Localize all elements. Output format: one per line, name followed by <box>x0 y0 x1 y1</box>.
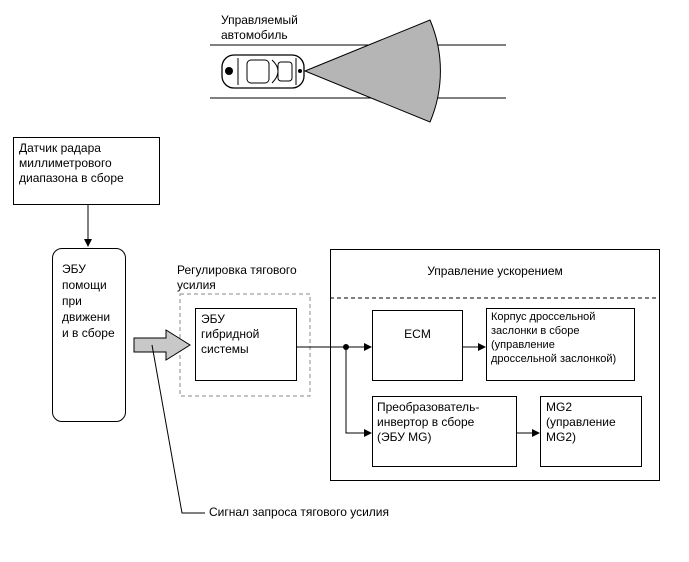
radar-beam <box>303 19 441 123</box>
driving-assist-ecu-line-5: и в сборе <box>62 326 115 340</box>
radar-sensor-line-2: миллиметрового <box>19 156 112 170</box>
car-label-line-2: автомобиль <box>221 28 288 42</box>
acceleration-control-box <box>330 249 660 481</box>
car-label: Управляемый автомобиль <box>221 13 298 43</box>
inverter-box: Преобразователь- инвертор в сборе (ЭБУ M… <box>372 396 517 467</box>
throttle-body-box: Корпус дроссельной заслонки в сборе (упр… <box>486 308 635 381</box>
driving-assist-ecu-line-1: ЭБУ <box>62 262 86 276</box>
hybrid-ecu-box: ЭБУ гибридной системы <box>195 308 297 381</box>
ecm-label: ECM <box>404 327 431 341</box>
throttle-line-1: Корпус дроссельной <box>491 311 596 323</box>
mg2-line-3: MG2) <box>546 430 576 444</box>
throttle-line-3: (управление <box>491 339 555 351</box>
throttle-line-2: заслонки в сборе <box>491 325 580 337</box>
traction-control-title-line-2: усилия <box>177 278 216 292</box>
car-icon <box>221 54 305 89</box>
inverter-line-2: инвертор в сборе <box>377 415 475 429</box>
mg2-box: MG2 (управление MG2) <box>540 396 642 467</box>
radar-sensor-line-3: диапазона в сборе <box>19 171 124 185</box>
ecm-box: ECM <box>372 310 463 381</box>
car-label-line-1: Управляемый <box>221 13 298 27</box>
big-arrow-ecu-to-hybrid <box>133 329 191 361</box>
radar-sensor-line-1: Датчик радара <box>19 141 101 155</box>
hybrid-ecu-line-3: системы <box>201 342 249 356</box>
driving-assist-ecu-line-4: движени <box>62 310 111 324</box>
acceleration-control-title: Управление ускорением <box>427 264 563 278</box>
hybrid-ecu-line-1: ЭБУ <box>201 312 225 326</box>
line-branch-to-inverter <box>345 347 366 434</box>
throttle-line-4: дроссельной заслонкой) <box>491 353 617 365</box>
inverter-line-1: Преобразователь- <box>377 400 480 414</box>
inverter-line-3: (ЭБУ MG) <box>377 430 432 444</box>
signal-leader-line <box>151 344 205 514</box>
hybrid-ecu-line-2: гибридной <box>201 327 260 341</box>
driving-assist-ecu-box: ЭБУ помощи при движени и в сборе <box>52 248 126 422</box>
driving-assist-ecu-line-3: при <box>62 294 82 308</box>
mg2-line-1: MG2 <box>546 400 573 414</box>
driving-assist-ecu-line-2: помощи <box>62 278 107 292</box>
traction-control-title: Регулировка тягового усилия <box>177 263 297 293</box>
mg2-line-2: (управление <box>546 415 616 429</box>
radar-sensor-box: Датчик радара миллиметрового диапазона в… <box>13 137 160 205</box>
traction-control-title-line-1: Регулировка тягового <box>177 263 297 277</box>
signal-label: Сигнал запроса тягового усилия <box>209 505 389 519</box>
